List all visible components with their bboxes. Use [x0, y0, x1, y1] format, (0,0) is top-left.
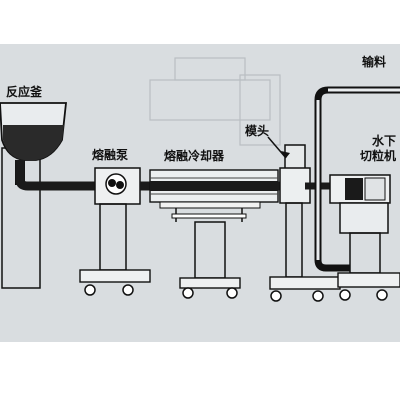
melt-pipe-reactor-to-pump: [15, 160, 102, 191]
label-conveying: 输料: [362, 55, 387, 69]
reactor-vessel: [0, 102, 68, 289]
conveying-pipe: [314, 86, 400, 272]
label-die-head: 模头: [245, 124, 270, 138]
die-head: [279, 144, 311, 278]
label-reactor: 反应釜: [6, 85, 43, 99]
underwater-pelletizer: [329, 174, 391, 274]
die-head-arrowhead: [281, 151, 290, 158]
melt-cooler: [149, 169, 279, 279]
wheels: [84, 284, 388, 302]
label-melt-pump: 熔融泵: [92, 148, 129, 162]
label-underwater: 水下: [372, 134, 397, 148]
melt-pump: [94, 167, 141, 271]
background-ghost-structure: [149, 57, 281, 146]
label-pelletizer: 切粒机: [360, 149, 397, 163]
label-melt-cooler: 熔融冷却器: [164, 149, 225, 163]
base-platforms: [79, 269, 400, 290]
die-head-label-arrow: [267, 136, 287, 159]
